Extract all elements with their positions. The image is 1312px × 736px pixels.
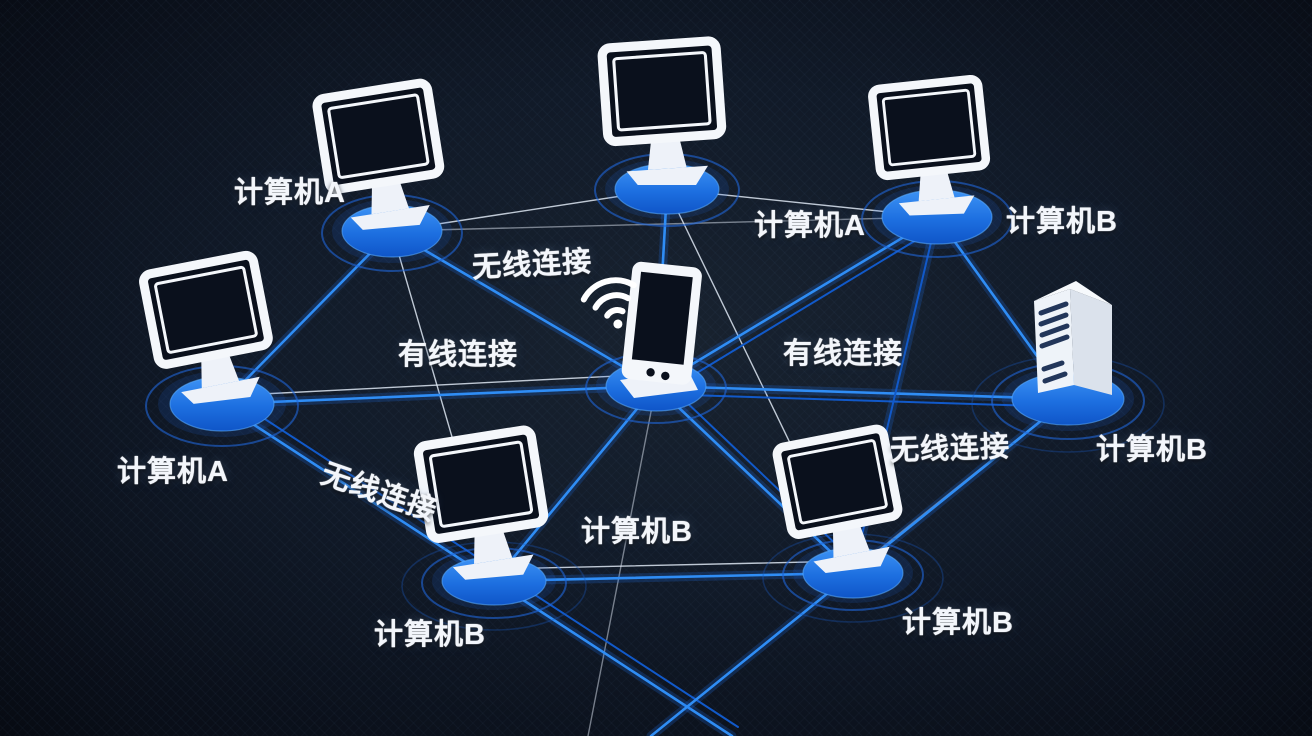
wifi-icon [580, 277, 637, 329]
tablet-icon [620, 261, 702, 398]
edge-label-wireless-top: 无线连接 [471, 245, 593, 285]
edge-label-wireless-right: 无线连接 [889, 430, 1011, 468]
link-center-bottomright [651, 379, 861, 578]
link-bottomleft-bottomright [489, 568, 858, 586]
link-midleft-center [217, 381, 661, 409]
link-topleft-midleft [217, 226, 397, 409]
link-center-bottom-stub-left [587, 385, 657, 736]
node-label-computer-a-top-left: 计算机A [234, 177, 346, 209]
edge-label-wired-left: 有线连接 [397, 339, 519, 371]
node-label-computer-a-top-center: 计算机A [754, 210, 866, 242]
server-icon [1034, 281, 1112, 395]
node-label-computer-b-server: 计算机B [1096, 434, 1208, 466]
node-label-computer-b-bottom-left: 计算机B [374, 619, 486, 651]
node-label-computer-a-mid-left: 计算机A [117, 456, 229, 488]
edge-label-wired-right: 有线连接 [782, 338, 904, 370]
node-label-computer-b-top-right: 计算机B [1006, 206, 1118, 238]
link-bottomleft-bottomright-white [493, 560, 854, 570]
node-label-computer-b-bottom-center: 计算机B [581, 516, 693, 548]
node-label-computer-b-bottom-right: 计算机B [902, 607, 1014, 639]
link-center-bottomleft [489, 381, 661, 586]
